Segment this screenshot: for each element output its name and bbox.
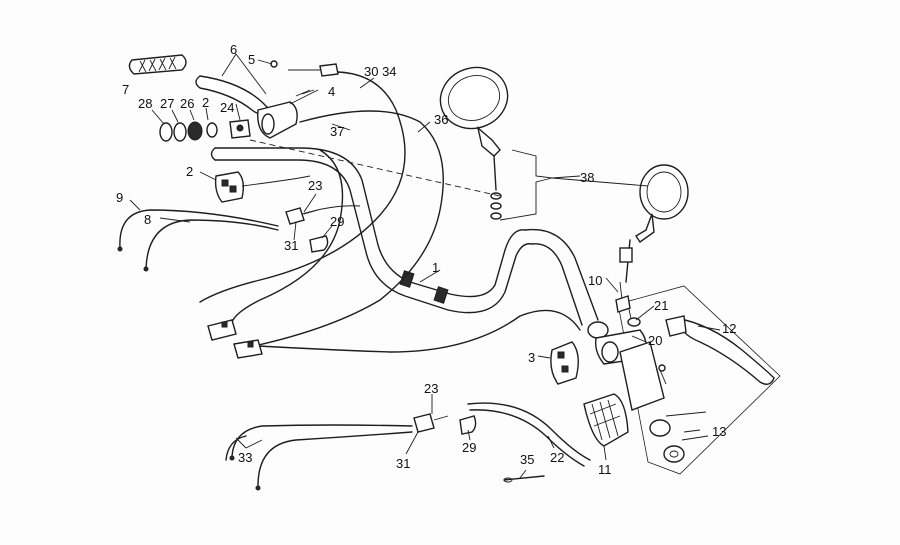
callout-13: 13 (712, 424, 726, 439)
callout-36: 36 (434, 112, 448, 127)
callout-7: 7 (122, 82, 129, 97)
callout-35: 35 (520, 452, 534, 467)
callout-21: 21 (654, 298, 668, 313)
callout-22: 22 (550, 450, 564, 465)
callout-8: 8 (144, 212, 151, 227)
clutch-lever (195, 75, 319, 139)
left-switch-housing (214, 171, 311, 203)
callout-28: 28 (138, 96, 152, 111)
callout-20: 20 (648, 333, 662, 348)
right-grip (583, 341, 665, 447)
right-switch-housing (550, 341, 579, 385)
throttle-hardware (615, 281, 709, 463)
callout-29-lower: 29 (462, 440, 476, 455)
callout-12: 12 (722, 321, 736, 336)
callout-3: 3 (528, 350, 535, 365)
callout-6: 6 (230, 42, 237, 57)
wire-connectors (207, 319, 263, 359)
lever-hardware (159, 60, 339, 142)
cable-adjuster-lower (413, 413, 477, 435)
callout-29-upper: 29 (330, 214, 344, 229)
callout-30-34: 30 34 (364, 64, 397, 79)
callout-2-hardware: 2 (202, 95, 209, 110)
callout-26: 26 (180, 96, 194, 111)
callout-31-lower: 31 (396, 456, 410, 471)
callout-24: 24 (220, 100, 234, 115)
callout-33: 33 (238, 450, 252, 465)
callout-38: 38 (580, 170, 594, 185)
mirror-right (619, 164, 689, 283)
callout-37: 37 (330, 124, 344, 139)
brake-lever-assembly (587, 285, 781, 475)
callout-4: 4 (328, 84, 335, 99)
callout-23-upper: 23 (308, 178, 322, 193)
callout-5: 5 (248, 52, 255, 67)
mirror-left (439, 66, 509, 220)
callout-9: 9 (116, 190, 123, 205)
cable-adjuster-upper (285, 207, 329, 253)
callout-10: 10 (588, 273, 602, 288)
callout-1: 1 (432, 260, 439, 275)
callout-labels: 1 2 2 3 4 5 6 7 8 9 10 11 12 13 20 21 22… (116, 42, 736, 477)
callout-11: 11 (598, 462, 612, 477)
callout-31-upper: 31 (284, 238, 298, 253)
leader-lines (129, 53, 721, 479)
callout-27: 27 (160, 96, 174, 111)
handlebar (210, 147, 599, 326)
callout-23-lower: 23 (424, 381, 438, 396)
callout-2-switch: 2 (186, 164, 193, 179)
left-grip (128, 54, 187, 75)
cotter-pin (503, 475, 545, 483)
